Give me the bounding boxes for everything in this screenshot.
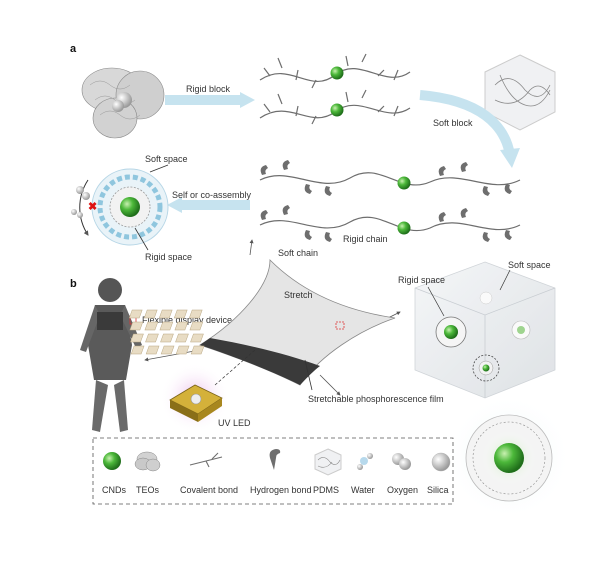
legend-label: TEOs <box>136 485 160 495</box>
legend-label: Silica <box>427 485 449 495</box>
stretch-arrow-up <box>249 239 254 256</box>
soft-block-arrow <box>419 90 520 168</box>
rigid-chain-label: Rigid chain <box>343 234 388 244</box>
cnd-sphere <box>444 325 458 339</box>
legend-label: Covalent bond <box>180 485 238 495</box>
teos-cluster-icon <box>81 67 165 139</box>
svg-text:✖: ✖ <box>88 201 97 213</box>
rigid-space-label-b: Rigid space <box>398 275 445 285</box>
soft-rigid-chains <box>259 172 521 232</box>
transparent-cube <box>414 261 556 399</box>
cnd-sphere <box>517 326 525 334</box>
rigid-space-label-a: Rigid space <box>145 252 192 262</box>
rigid-space-leader-b <box>427 286 445 317</box>
zoom-circle <box>472 354 500 382</box>
legend-label: Water <box>351 485 375 495</box>
soft-chain-hooks <box>260 160 512 242</box>
soft-space-leader-b <box>499 269 511 291</box>
rigid-block-arrow <box>165 92 255 108</box>
panel-a-label: a <box>70 43 77 55</box>
soft-space-label-a: Soft space <box>145 154 188 164</box>
soft-chain-label: Soft chain <box>278 248 318 258</box>
soft-space-leader <box>149 164 169 173</box>
zoom-box-film <box>335 321 345 330</box>
green-sphere-icon <box>103 452 121 470</box>
film-leader <box>304 359 313 391</box>
cnd-sphere <box>330 66 344 80</box>
arrow-to-human <box>144 349 201 362</box>
zoomed-core-shell <box>465 414 553 502</box>
stretch-arrow-down <box>319 374 341 396</box>
legend-label: Hydrogen bond <box>250 485 312 495</box>
core-shell-particle <box>91 168 169 246</box>
rotation-arrow <box>79 179 89 236</box>
rigid-space-leader <box>134 227 149 251</box>
legend-label: CNDs <box>102 485 126 495</box>
flexible-display-label: Flexible display device <box>142 315 232 325</box>
cnd-in-cube-faint <box>479 291 493 305</box>
silica-sphere-icon <box>431 452 451 472</box>
soft-block-label: Soft block <box>433 118 473 128</box>
cnd-sphere <box>397 176 411 190</box>
legend-label: PDMS <box>313 485 339 495</box>
stretchable-film-label: Stretchable phosphorescence film <box>308 394 444 404</box>
oxygen-molecule-icon <box>392 453 411 470</box>
teos-cluster-icon <box>134 451 161 472</box>
panel-b-label: b <box>70 278 77 290</box>
legend-label: Oxygen <box>387 485 418 495</box>
rigid-block-label: Rigid block <box>186 84 231 94</box>
self-assembly-label: Self or co-assembly <box>172 190 252 200</box>
led-array <box>128 309 205 355</box>
cnd-sphere <box>482 364 490 372</box>
hydrogen-bond-icon <box>269 449 281 470</box>
pdms-hexagon <box>484 54 556 131</box>
covalent-bond-icon <box>189 452 223 468</box>
stretch-label: Stretch <box>284 290 313 300</box>
oxygen-blocked-icon: ✖ <box>71 186 97 218</box>
led-dashed-line <box>214 349 256 386</box>
legend-box <box>92 437 454 505</box>
uv-led-icon <box>169 384 223 422</box>
uv-led-label: UV LED <box>218 418 251 428</box>
human-figure <box>80 278 142 432</box>
soft-space-label-b: Soft space <box>508 260 551 270</box>
water-molecule-icon <box>357 453 373 470</box>
cnd-sphere <box>330 103 344 117</box>
cnd-sphere <box>397 221 411 235</box>
stretchable-film <box>199 259 396 386</box>
pdms-network-icon <box>314 448 342 476</box>
self-assembly-arrow <box>167 197 250 213</box>
